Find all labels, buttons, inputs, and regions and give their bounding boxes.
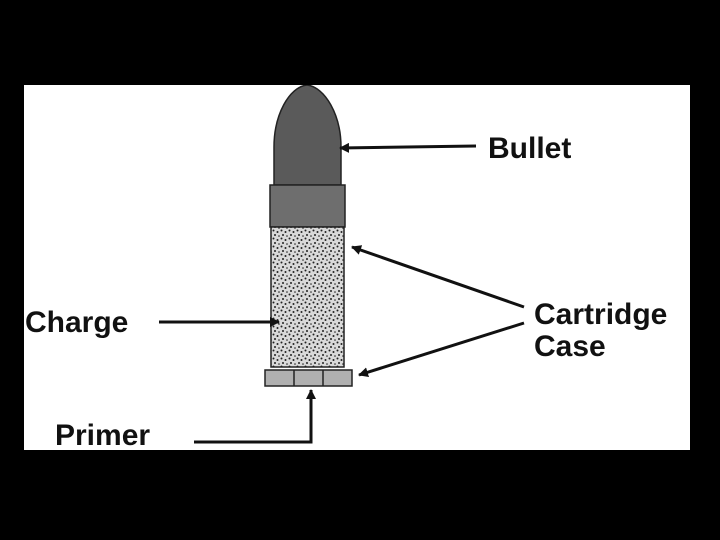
bullet-label: Bullet bbox=[488, 132, 572, 165]
charge-body bbox=[270, 226, 345, 368]
case-arrow-upper bbox=[351, 245, 525, 309]
cartridge-diagram bbox=[159, 85, 525, 444]
primer-rim bbox=[264, 369, 353, 387]
case-band bbox=[269, 184, 346, 228]
cartridge-case-label: Cartridge Case bbox=[534, 299, 667, 363]
primer-arrow bbox=[194, 389, 316, 444]
cartridge-case-label-line1: Cartridge bbox=[534, 298, 668, 331]
primer-label: Primer bbox=[55, 419, 151, 452]
charge-label: Charge bbox=[25, 306, 129, 339]
case-arrow-lower bbox=[358, 321, 525, 378]
bullet-shape bbox=[273, 85, 342, 186]
bullet-arrow bbox=[339, 142, 477, 153]
diagram-panel: Bullet Charge Cartridge Case Primer bbox=[24, 85, 690, 452]
cartridge-case-label-line2: Case bbox=[534, 330, 606, 363]
